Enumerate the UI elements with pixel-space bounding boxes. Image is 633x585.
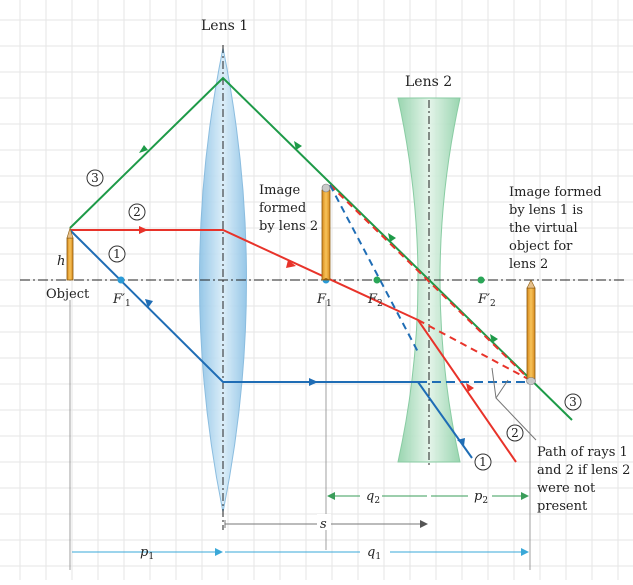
object-label: Object <box>46 287 90 302</box>
svg-text:by lens 1 is: by lens 1 is <box>509 203 583 218</box>
path-rays-label: Path of rays 1 and 2 if lens 2 were not … <box>537 445 630 514</box>
ray-number-labels: 1 2 3 1 2 3 <box>91 171 577 469</box>
svg-text:q2: q2 <box>366 489 380 506</box>
height-label: h <box>57 254 65 269</box>
focal-label-f1-prime: F′1 <box>112 292 131 309</box>
dimension-p2: p2 <box>431 489 529 506</box>
svg-text:q1: q1 <box>367 545 381 562</box>
image-lens1-label: Image formed by lens 1 is the virtual ob… <box>509 185 602 272</box>
svg-text:and 2 if lens 2: and 2 if lens 2 <box>537 463 630 478</box>
guide-lines <box>69 300 531 570</box>
svg-text:s: s <box>320 517 327 532</box>
svg-text:were not: were not <box>537 481 596 496</box>
lens-1 <box>199 45 247 530</box>
lens-1-label: Lens 1 <box>201 18 248 34</box>
lens-2-label: Lens 2 <box>405 74 452 90</box>
svg-text:present: present <box>537 499 588 514</box>
svg-text:p1: p1 <box>140 545 154 562</box>
image-pencil-lens2 <box>321 183 331 281</box>
focal-label-f1: F1 <box>316 292 332 309</box>
svg-text:3: 3 <box>91 171 99 185</box>
svg-text:1: 1 <box>479 455 487 469</box>
svg-text:by lens 2: by lens 2 <box>259 219 318 234</box>
svg-text:3: 3 <box>569 395 577 409</box>
focal-point-f2 <box>373 276 381 284</box>
focal-label-f2: F2 <box>367 292 383 309</box>
focal-label-f2-prime: F′2 <box>477 292 496 309</box>
image-pencil-lens1 <box>526 279 536 385</box>
svg-text:1: 1 <box>113 247 121 261</box>
focal-point-f1-prime <box>117 276 125 284</box>
ray-2-red <box>70 184 531 463</box>
svg-text:Image formed: Image formed <box>509 185 602 200</box>
ray-3-green <box>69 76 573 421</box>
svg-text:formed: formed <box>259 201 306 216</box>
dimension-p1: p1 <box>72 545 223 562</box>
object-pencil <box>66 226 74 281</box>
svg-text:p2: p2 <box>474 489 488 506</box>
dimension-q2: q2 <box>327 489 427 506</box>
svg-text:Image: Image <box>259 183 301 198</box>
svg-text:2: 2 <box>133 205 141 219</box>
focal-point-f2-prime <box>477 276 485 284</box>
focal-points <box>117 276 485 284</box>
dimension-q1: q1 <box>225 545 529 562</box>
ray-number-circles <box>86 169 582 471</box>
svg-text:the virtual: the virtual <box>509 221 578 236</box>
svg-text:2: 2 <box>511 426 519 440</box>
svg-text:object for: object for <box>509 239 573 254</box>
svg-text:Path of rays 1: Path of rays 1 <box>537 445 628 460</box>
svg-text:lens 2: lens 2 <box>509 257 548 272</box>
path-leader-lines <box>491 367 537 441</box>
image-lens2-label: Image formed by lens 2 <box>259 183 318 234</box>
ray-1-blue <box>69 184 530 459</box>
dimension-s: s <box>224 514 428 532</box>
